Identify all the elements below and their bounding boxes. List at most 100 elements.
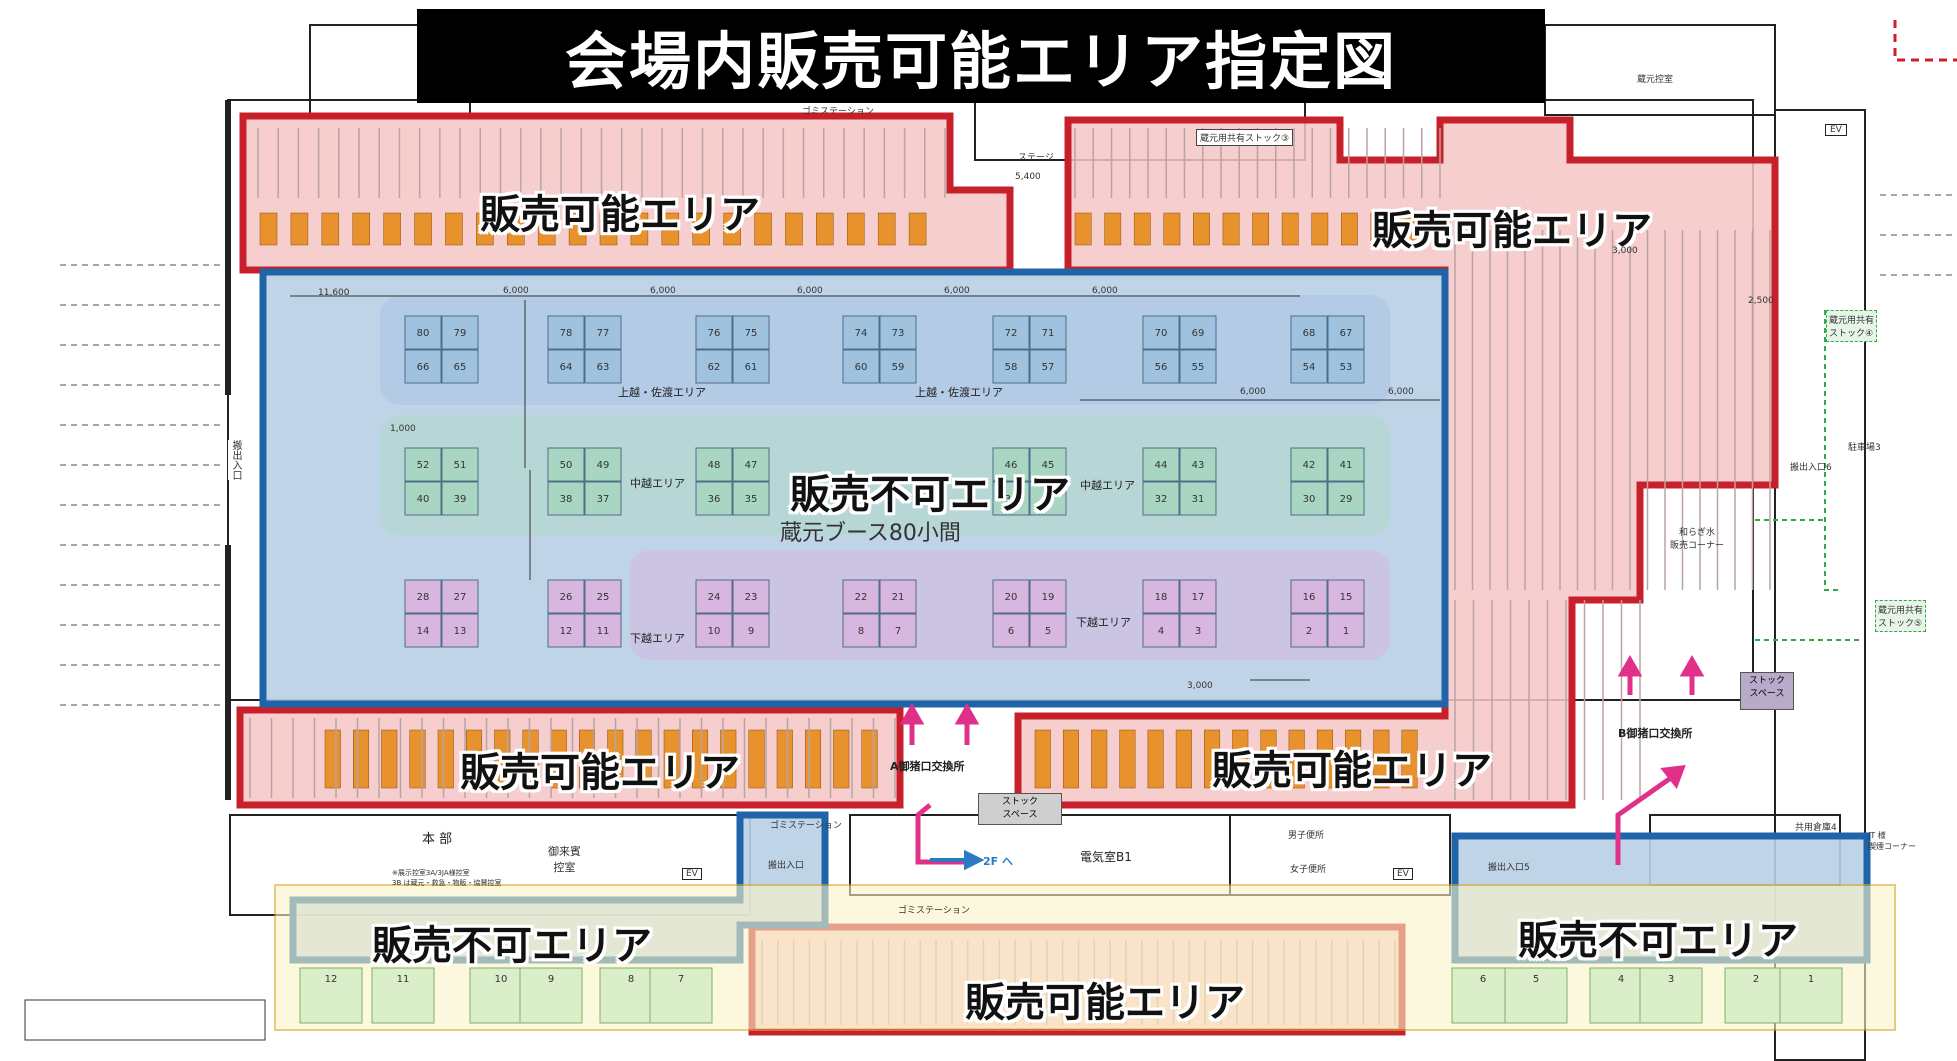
booth-number: 54 xyxy=(1303,362,1316,373)
sellable-label-top-left: 販売可能エリア xyxy=(480,192,760,238)
booth-number: 49 xyxy=(597,460,610,471)
booth-number: 65 xyxy=(454,362,467,373)
booth-number: 44 xyxy=(1155,460,1168,471)
kuramoto-room: 蔵元控室 xyxy=(1637,75,1674,85)
warehouse-4: 共用倉庫4 xyxy=(1795,823,1837,833)
stripes-left-lower-bg xyxy=(249,718,896,798)
parking-3: 駐車場3 xyxy=(1848,443,1881,453)
booth-number: 53 xyxy=(1340,362,1353,373)
booth-number: 61 xyxy=(745,362,758,373)
kuramoto-stock-3: 蔵元用共有ストック③ xyxy=(1196,129,1294,146)
bottom-booth-number: 4 xyxy=(1618,974,1624,985)
booth-number: 40 xyxy=(417,494,430,505)
stripes-right xyxy=(1454,230,1771,590)
honbu-note: ※展示控室3A/3JA様控室 3B は蔵元・救急・物販・協賛控室 xyxy=(392,869,502,887)
dim-3000-right: 3,000 xyxy=(1612,246,1638,256)
area-kaetsu-right: 下越エリア xyxy=(1076,616,1131,629)
exchange-a-label: A御猪口交換所 xyxy=(890,760,965,773)
stairs-bottom-left xyxy=(24,999,266,1041)
dim-1000: 1,000 xyxy=(390,424,416,434)
dim-6000-6: 6,000 xyxy=(1240,387,1266,397)
bottom-booth-number: 11 xyxy=(397,974,410,985)
booth-number: 57 xyxy=(1042,362,1055,373)
booth-number: 66 xyxy=(417,362,430,373)
booth-number: 74 xyxy=(855,328,868,339)
jt-smoking: JT 様 喫煙コーナー xyxy=(1868,831,1916,851)
booth-number: 5 xyxy=(1045,626,1051,637)
exchange-b-label: B御猪口交換所 xyxy=(1618,727,1693,740)
booth-number: 70 xyxy=(1155,328,1168,339)
booth-number: 75 xyxy=(745,328,758,339)
stage-label: ステージ xyxy=(1018,153,1054,163)
waragi-corner: 和らぎ水 販売コーナー xyxy=(1670,528,1725,551)
booth-number: 31 xyxy=(1192,494,1205,505)
bottom-booth-number: 12 xyxy=(325,974,338,985)
booth-number: 28 xyxy=(417,592,430,603)
booth-caption: 蔵元ブース80小間 xyxy=(780,521,961,546)
honbu-label: 本 部 xyxy=(422,832,453,847)
booth-number: 7 xyxy=(895,626,901,637)
booth-number: 73 xyxy=(892,328,905,339)
bottom-right-booth-2: 2 xyxy=(1724,967,1788,1024)
booth-number: 29 xyxy=(1340,494,1353,505)
exit-entrance-6: 搬出入口6 xyxy=(1790,463,1832,473)
bottom-booth-number: 5 xyxy=(1533,974,1539,985)
area-chuetsu-left: 中越エリア xyxy=(630,477,685,490)
stock-space-a: ストック スペース xyxy=(978,793,1062,825)
booth-number: 11 xyxy=(597,626,610,637)
dim-6000-2: 6,000 xyxy=(650,286,676,296)
lower-middle-rooms xyxy=(849,814,1231,896)
booth-number: 25 xyxy=(597,592,610,603)
bottom-left-booth-7: 7 xyxy=(649,967,713,1024)
bottom-left-booth-12: 12 xyxy=(299,967,363,1024)
booth-number: 20 xyxy=(1005,592,1018,603)
booth-number: 62 xyxy=(708,362,721,373)
booth-number: 47 xyxy=(745,460,758,471)
restroom-block xyxy=(1229,814,1451,896)
dim-6000-4: 6,000 xyxy=(944,286,970,296)
bottom-right-booth-5: 5 xyxy=(1504,967,1568,1024)
booth-number: 43 xyxy=(1192,460,1205,471)
booth-number: 16 xyxy=(1303,592,1316,603)
booth-number: 56 xyxy=(1155,362,1168,373)
bottom-booth-number: 8 xyxy=(628,974,634,985)
booth-number: 79 xyxy=(454,328,467,339)
garbage-station-top: ゴミステーション xyxy=(802,107,874,117)
ev-left: EV xyxy=(682,868,702,880)
not-sellable-label-bottom-left: 販売不可エリア xyxy=(372,923,652,969)
kuramoto-stock-4: 蔵元用共有 ストック④ xyxy=(1826,310,1878,342)
sellable-label-left-lower: 販売可能エリア xyxy=(460,750,740,796)
booth-number: 8 xyxy=(858,626,864,637)
booth-number: 21 xyxy=(892,592,905,603)
booth-number: 19 xyxy=(1042,592,1055,603)
bottom-booth-number: 10 xyxy=(495,974,508,985)
mens-restroom: 男子便所 xyxy=(1288,831,1325,841)
stalls-right-lower xyxy=(1034,729,1418,789)
booth-number: 9 xyxy=(748,626,754,637)
bottom-right-booth-3: 3 xyxy=(1639,967,1703,1024)
right-corridor xyxy=(1774,109,1866,1061)
booth-number: 46 xyxy=(1005,460,1018,471)
booth-number: 15 xyxy=(1340,592,1353,603)
dim-6000-7: 6,000 xyxy=(1388,387,1414,397)
bottom-left-booth-11: 11 xyxy=(371,967,435,1024)
booth-number: 55 xyxy=(1192,362,1205,373)
kuramoto-stock-5: 蔵元用共有 ストック⑤ xyxy=(1875,600,1927,632)
area-kaetsu-left: 下越エリア xyxy=(630,632,685,645)
booth-number: 23 xyxy=(745,592,758,603)
booth-number: 33 xyxy=(1042,494,1055,505)
booth-number: 27 xyxy=(454,592,467,603)
booth-number: 59 xyxy=(892,362,905,373)
